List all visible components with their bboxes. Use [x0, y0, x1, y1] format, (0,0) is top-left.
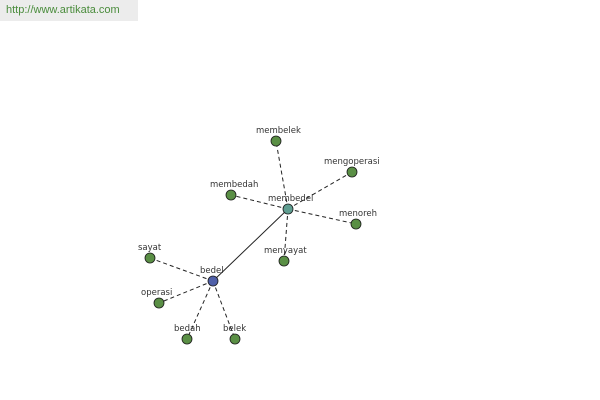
node-label-bedel[interactable]: bedel: [200, 266, 224, 276]
edge-membedel-mengoperasi: [287, 171, 353, 210]
node-label-membedel[interactable]: membedel: [268, 194, 313, 204]
node-label-sayat[interactable]: sayat: [138, 243, 162, 253]
node-label-bedah[interactable]: bedah: [174, 324, 201, 334]
edge-bedel-belek: [212, 280, 236, 340]
node-belek[interactable]: [229, 333, 241, 345]
edges-layer: [149, 140, 357, 340]
labels-layer: bedel membedel membelek mengoperasi membedah…: [138, 126, 380, 334]
node-membedel[interactable]: [282, 203, 294, 215]
source-url-banner[interactable]: http://www.artikata.com: [0, 0, 138, 21]
edge-membedel-menyayat: [283, 208, 289, 262]
node-membedah[interactable]: [225, 189, 237, 201]
node-bedah[interactable]: [181, 333, 193, 345]
edge-bedel-operasi: [158, 280, 214, 304]
edge-membedel-membedah: [230, 194, 289, 210]
node-label-belek[interactable]: belek: [223, 324, 246, 334]
node-label-mengoperasi[interactable]: mengoperasi: [324, 157, 380, 167]
node-mengoperasi[interactable]: [346, 166, 358, 178]
node-sayat[interactable]: [144, 252, 156, 264]
node-label-menyayat[interactable]: menyayat: [264, 246, 307, 256]
node-membelek[interactable]: [270, 135, 282, 147]
node-label-operasi[interactable]: operasi: [141, 288, 172, 298]
node-label-membelek[interactable]: membelek: [256, 126, 301, 136]
node-menoreh[interactable]: [350, 218, 362, 230]
edge-membedel-menoreh: [287, 208, 357, 225]
nodes-layer: [144, 135, 362, 345]
node-menyayat[interactable]: [278, 255, 290, 267]
node-bedel[interactable]: [207, 275, 219, 287]
node-label-menoreh[interactable]: menoreh: [339, 209, 377, 219]
edge-bedel-bedah: [186, 280, 214, 340]
node-label-membedah[interactable]: membedah: [210, 180, 258, 190]
edge-membedel-membelek: [275, 140, 289, 210]
node-operasi[interactable]: [153, 297, 165, 309]
edge-bedel-membedel: [212, 208, 289, 282]
